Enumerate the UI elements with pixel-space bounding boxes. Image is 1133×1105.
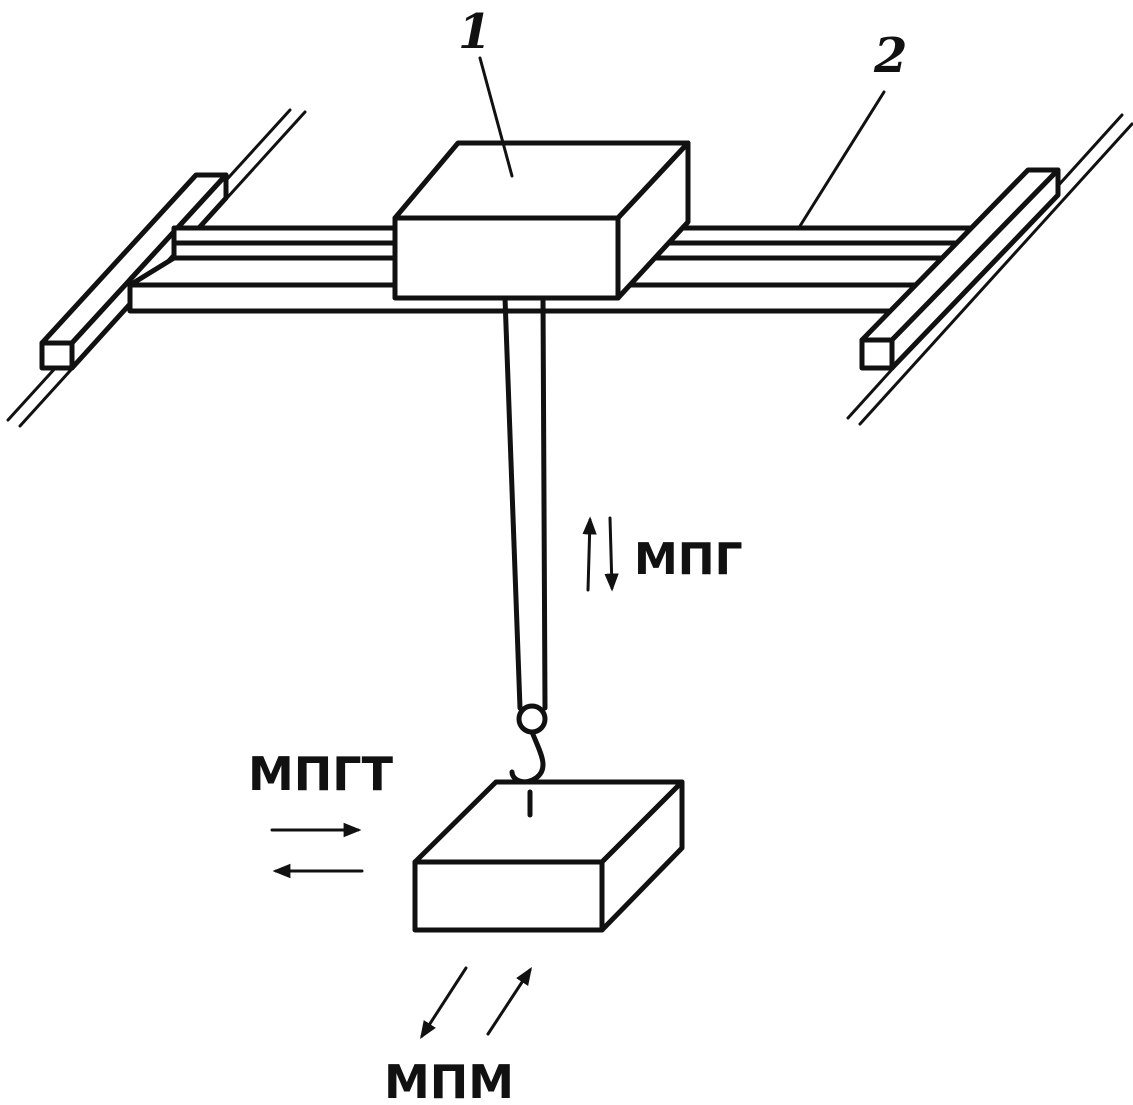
label-vertical-motion: МПГ [634,534,743,585]
leader-line-1 [478,56,514,178]
label-longitudinal-motion: МПМ [384,1055,514,1105]
label-carriage-number: 1 [458,4,491,60]
hoist-rope [502,295,548,735]
traverse-motion-arrows [270,822,364,879]
longitudinal-motion-arrows [420,966,532,1040]
leader-line-2 [798,90,886,228]
right-end-truck [859,167,1061,371]
trolley-carriage [392,140,691,301]
label-traverse-motion: МПГТ [248,747,394,801]
label-beam-number: 2 [873,28,907,84]
vertical-motion-arrows [582,516,619,592]
load-box [412,779,685,933]
hook-icon [509,729,546,785]
